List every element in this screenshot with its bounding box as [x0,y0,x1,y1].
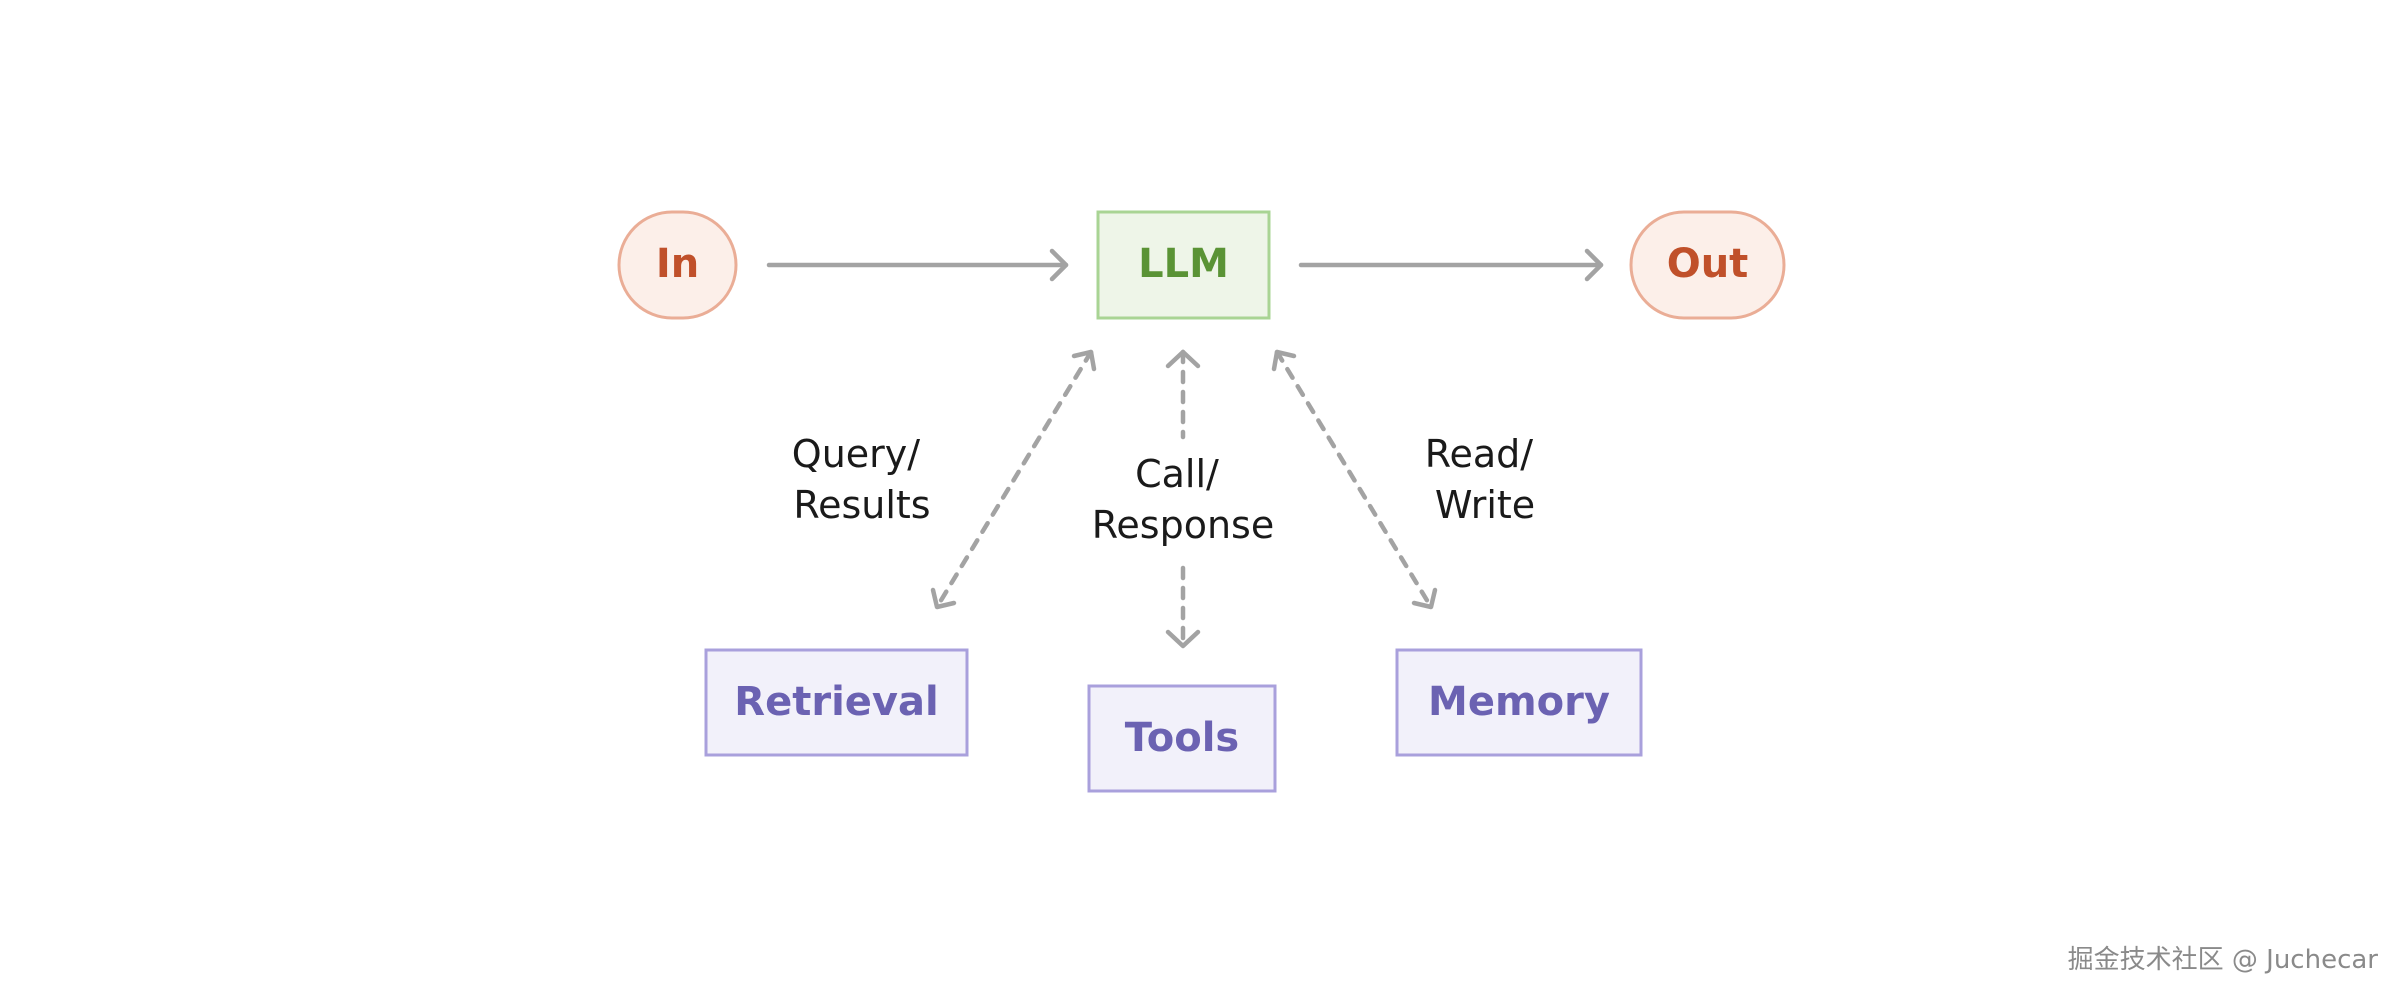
llm-node: LLM [1096,210,1271,320]
call-response-label: Call/ Response [1092,452,1275,547]
watermark: 掘金技术社区 @ Juchecar [2068,945,2379,975]
retrieval-node: Retrieval [704,648,969,757]
output-node: Out [1629,210,1786,320]
arrow-llm-retrieval-head-bottom [930,587,957,610]
output-node-label: Out [1667,241,1749,287]
arrow-llm-tools-head-bottom [1165,629,1201,649]
arrow-in-to-llm [766,248,1069,282]
tools-node-shape [1087,684,1277,793]
arrow-llm-retrieval-head-top [1071,349,1097,372]
memory-node: Memory [1395,648,1643,757]
input-node-shape [617,210,738,320]
arrow-llm-tools [1165,349,1201,649]
input-node-label: In [656,241,699,287]
tools-node: Tools [1087,684,1277,793]
arrow-llm-to-out [1298,248,1604,282]
tools-node-label: Tools [1125,715,1239,761]
arrow-llm-memory-head-bottom [1411,587,1438,610]
arrow-llm-memory-line [1274,349,1434,610]
read-write-label-line2: Write [1435,483,1535,527]
arrow-llm-tools-head-top [1165,349,1201,369]
arrow-llm-to-out-head [1584,248,1604,282]
output-node-shape [1629,210,1786,320]
llm-node-label: LLM [1138,241,1229,287]
arrow-llm-retrieval [930,349,1097,610]
memory-node-shape [1395,648,1643,757]
query-results-label: Query/ Results [792,432,932,527]
arrow-llm-memory [1271,349,1438,610]
arrow-in-to-llm-head [1049,248,1069,282]
arrow-llm-retrieval-line [934,349,1094,610]
retrieval-node-shape [704,648,969,757]
query-results-label-line1: Query/ [792,432,920,476]
memory-node-label: Memory [1428,679,1610,725]
read-write-label: Read/ Write [1425,432,1545,527]
call-response-label-line1: Call/ [1135,452,1219,496]
read-write-label-line1: Read/ [1425,432,1533,476]
input-node: In [617,210,738,320]
llm-node-shape [1096,210,1271,320]
arrow-llm-memory-head-top [1271,349,1297,372]
query-results-label-line2: Results [793,483,930,527]
call-response-label-line2: Response [1092,503,1275,547]
retrieval-node-label: Retrieval [734,679,938,725]
